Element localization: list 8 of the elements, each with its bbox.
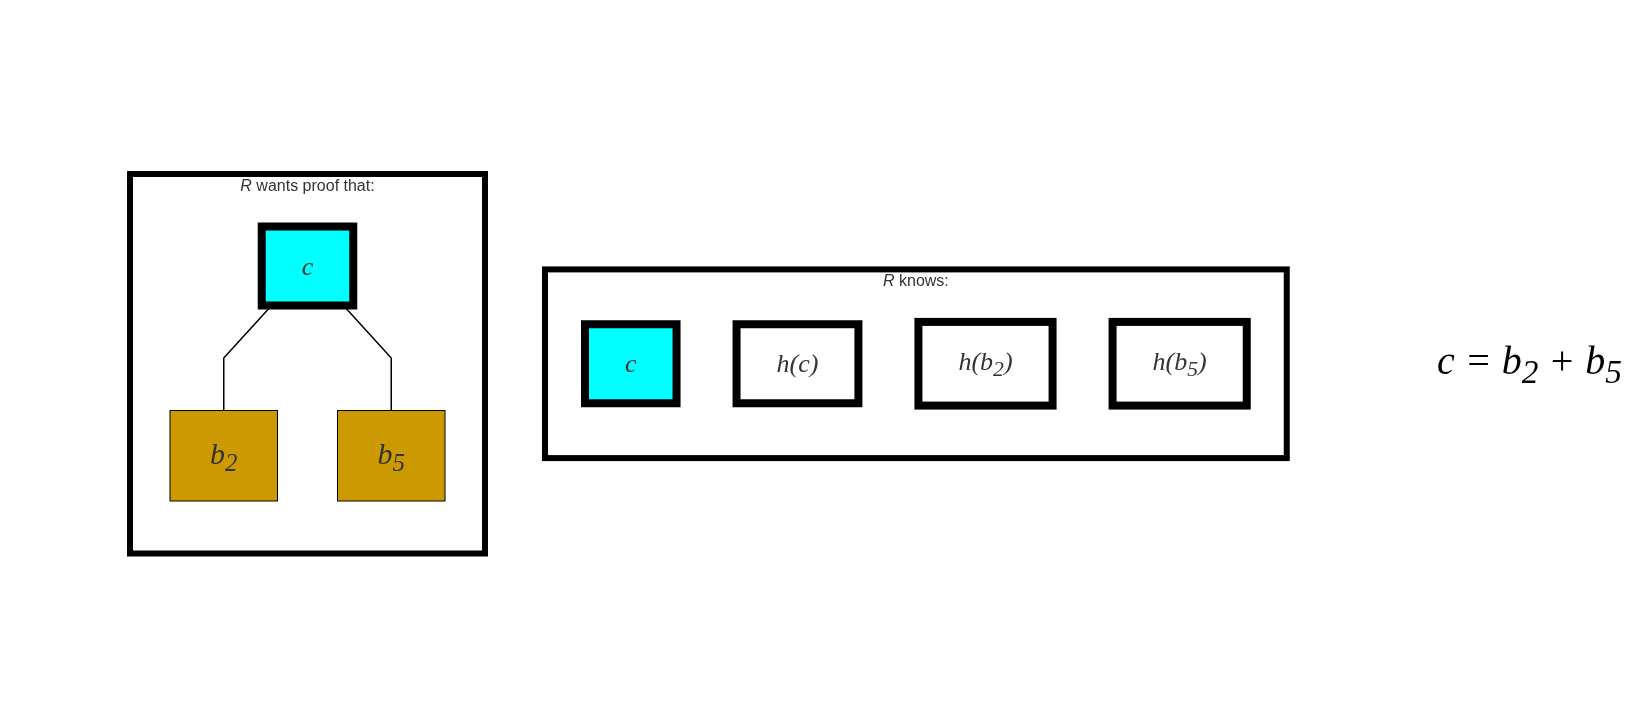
node-box: c — [257, 222, 358, 310]
node-box: h(c) — [732, 320, 863, 407]
node-box: h(b$_{5}$) — [1108, 317, 1251, 410]
node-box: h(b$_{2}$) — [914, 317, 1057, 410]
node-box: b$_{5}$ — [337, 409, 446, 502]
equation-text: c = b$_{2}$ + b$_{5}$ — [1436, 336, 1622, 391]
node-box: c — [581, 320, 681, 407]
node-box: b$_{2}$ — [169, 409, 279, 502]
